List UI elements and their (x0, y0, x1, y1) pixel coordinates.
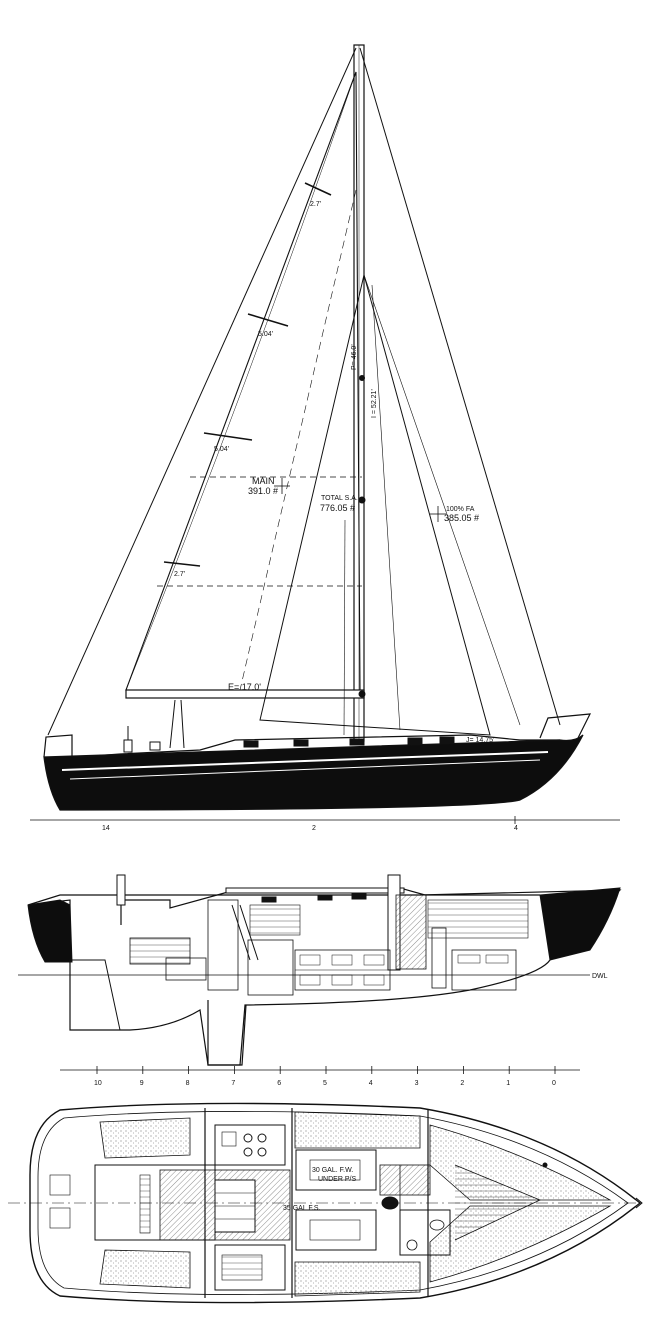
backstay (47, 47, 357, 736)
spreader-1-label: 2.7' (310, 201, 321, 208)
galley (214, 1124, 286, 1166)
bow-pulpit (539, 713, 592, 739)
total-centroid-mark (358, 496, 366, 504)
cabin-trunk (119, 734, 560, 755)
rudder (69, 959, 121, 1031)
baseline-tick-3: 4 (514, 825, 518, 832)
fuel-tank-label: 35 GAL F.S. (283, 1205, 321, 1212)
baseline-tick-1: 14 (102, 825, 110, 832)
e-dimension: E= 17.0' (228, 682, 261, 692)
station-label-6: 6 (277, 1080, 281, 1087)
spreader-2-label: 5.04' (258, 331, 273, 338)
station-label-7: 7 (231, 1080, 235, 1087)
inboard-profile (18, 874, 622, 1071)
sail-plan-labels: MAIN 391.0 # TOTAL S.A. 776.05 # 100% FA… (102, 201, 518, 832)
station-label-9: 9 (140, 1080, 144, 1087)
total-sa-area: 776.05 # (320, 503, 355, 513)
forestay (359, 47, 561, 726)
profile-bow (539, 887, 621, 961)
fore-centroid-mark (430, 506, 446, 522)
spreader-4-label: 2.7' (174, 571, 185, 578)
main-centroid-mark (274, 478, 290, 494)
water-tank-label: 30 GAL. F.W. (312, 1167, 353, 1174)
profile-hull (27, 889, 622, 1066)
station-label-3: 3 (415, 1080, 419, 1087)
spreader-3 (203, 432, 253, 441)
spreader-1 (304, 182, 332, 196)
station-label-4: 4 (369, 1080, 373, 1087)
profile-stern (27, 899, 73, 963)
foretriangle-area: 385.05 # (444, 513, 479, 523)
station-label-0: 0 (552, 1080, 556, 1087)
spreader-2 (247, 313, 289, 327)
station-label-10: 10 (94, 1080, 102, 1087)
i-dimension: I = 52.21' (371, 389, 378, 418)
baseline-tick-2: 2 (312, 825, 316, 832)
stern-pulpit (43, 734, 73, 758)
station-label-1: 1 (506, 1080, 510, 1087)
total-sa-label: TOTAL S.A. (321, 495, 358, 502)
keel (207, 1000, 247, 1066)
sail-plan (30, 44, 620, 824)
station-label-2: 2 (460, 1080, 464, 1087)
spreader-4 (163, 561, 201, 567)
jib (259, 274, 491, 736)
spreader-3-label: 5.04' (214, 446, 229, 453)
foretriangle-label: 100% FA (446, 506, 475, 513)
p-dimension: P= 46.0' (351, 344, 358, 370)
water-tank-sub: UNDER P/S (318, 1176, 356, 1183)
dwl-label: DWL (592, 973, 608, 980)
j-dimension: J= 14.75' (466, 737, 494, 744)
accommodation-plan (8, 1102, 645, 1304)
main-label: MAIN (252, 476, 275, 486)
main-area: 391.0 # (248, 486, 278, 496)
station-label-8: 8 (186, 1080, 190, 1087)
accommodation-labels: 30 GAL. F.W. UNDER P/S 35 GAL F.S. (283, 1167, 356, 1212)
hull-profile (43, 734, 584, 811)
deck-outline (29, 1102, 642, 1304)
mainsail (125, 71, 361, 691)
station-label-5: 5 (323, 1080, 327, 1087)
